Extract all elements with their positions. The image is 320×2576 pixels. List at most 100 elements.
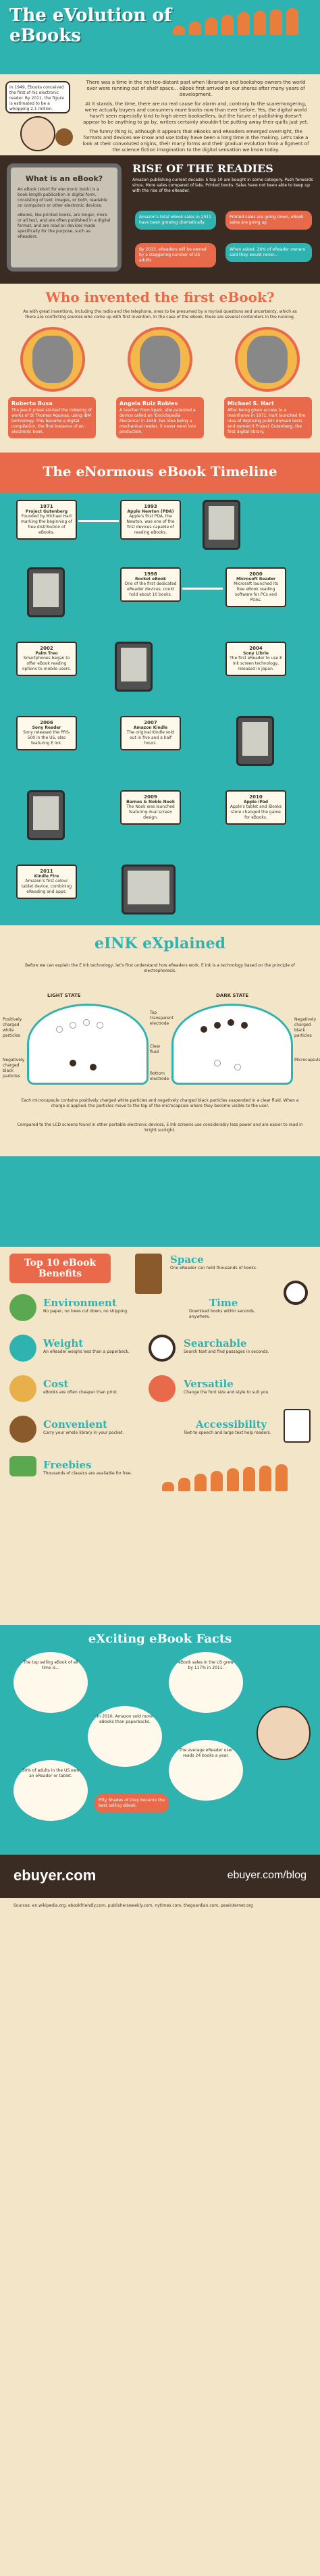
benefit-text: No paper, no trees cut down, no shipping… — [43, 1309, 128, 1314]
who-intro: As with great inventions, including the … — [23, 309, 297, 319]
rise-bubble-3: By 2013, eReaders will be owned by a sta… — [135, 243, 216, 267]
blog-link[interactable]: ebuyer.com/blog — [227, 1870, 306, 1881]
intro-section: In 1949, Ebooks conceived the first of h… — [0, 74, 320, 155]
facts-title: eXciting eBook Facts — [88, 1632, 232, 1646]
eink-text-3: Compared to the LCD screens found in oth… — [17, 1123, 303, 1133]
tablet-device-icon — [122, 865, 176, 915]
evolution-figures — [162, 1463, 311, 1491]
intro-paragraph-1: There was a time in the not-too-distant … — [86, 80, 306, 97]
eye-chart-icon — [284, 1409, 311, 1443]
benefit-title: Versatile — [184, 1378, 234, 1390]
rise-text: Amazon publishing current decade: 5 top … — [132, 178, 313, 193]
evolution-figures — [173, 7, 315, 35]
eink-label: Negatively charged black particles — [294, 1017, 317, 1038]
eink-label: Bottom electrode — [150, 1071, 169, 1081]
fact-bubble: The top selling eBook of all time is... — [14, 1652, 88, 1713]
timeline-arrow — [78, 520, 119, 522]
what-text-2: eBooks, like printed books, are longer, … — [18, 213, 111, 239]
eink-label: Negatively charged black particles — [3, 1058, 25, 1079]
fact-bubble: Fifty Shades of Grey became the best sel… — [95, 1794, 169, 1813]
rise-bubble-4: When asked, 26% of eReader owners said t… — [225, 243, 312, 262]
eink-text-2: Each microcapsule contains positively ch… — [21, 1098, 299, 1108]
fact-bubble: The average eReader user reads 24 books … — [169, 1740, 243, 1801]
intro-speech-bubble: In 1949, Ebooks conceived the first of h… — [5, 81, 70, 113]
ereader-device-icon — [236, 716, 274, 766]
tree-icon — [9, 1294, 36, 1321]
benefit-text: One eReader can hold thousands of books. — [170, 1266, 257, 1270]
portrait-robles — [128, 327, 192, 392]
ereader-illustration: What is an eBook? An eBook (short for el… — [7, 163, 122, 272]
benefit-text: Change the font size and style to suit y… — [184, 1390, 270, 1395]
light-microcapsule — [27, 1004, 149, 1085]
rise-title: RISE OF THE READIES — [132, 162, 273, 175]
fact-bubble: In 2010, Amazon sold more eBooks than pa… — [88, 1706, 162, 1767]
free-tag-icon — [9, 1456, 36, 1476]
footer-bar: ebuyer.com ebuyer.com/blog — [0, 1855, 320, 1898]
ereader-device-icon — [203, 500, 240, 550]
benefit-text: Download books within seconds, anywhere. — [189, 1309, 255, 1319]
monkey-icon — [55, 128, 73, 146]
ereader-device-icon — [27, 567, 65, 617]
benefit-title: Time — [209, 1297, 238, 1309]
benefit-title: Freebies — [43, 1459, 92, 1471]
scale-icon — [9, 1335, 36, 1362]
what-text-1: An eBook (short for electronic book) is … — [18, 187, 108, 208]
magnifier-icon — [149, 1335, 176, 1362]
benefit-text: Search text and find passages in seconds… — [184, 1349, 269, 1354]
eink-label: Clear fluid — [150, 1044, 161, 1054]
intro-paragraph-3: The funny thing is, although it appears … — [82, 129, 309, 153]
benefit-text: eBooks are often cheaper than print. — [43, 1390, 118, 1395]
eink-title: eINK eXplained — [95, 935, 225, 952]
benefits-section: Top 10 eBook Benefits Space One eReader … — [0, 1247, 320, 1625]
font-icon — [149, 1375, 176, 1402]
who-card-busa: Roberto Busa The Jesuit priest started t… — [8, 397, 96, 438]
who-invented-section: Who invented the first eBook? As with gr… — [0, 284, 320, 453]
benefit-title: Cost — [43, 1378, 69, 1390]
eink-text-1: Before we can explain the E Ink technolo… — [25, 963, 295, 973]
footer: ebuyer.com ebuyer.com/blog Sources: en.w… — [0, 1855, 320, 2576]
phone-device-icon — [115, 642, 153, 692]
benefits-title: Top 10 eBook Benefits — [9, 1254, 111, 1283]
eink-header: eINK eXplained — [0, 925, 320, 963]
eink-label: Top transparent electrode — [150, 1010, 174, 1026]
benefit-title: Convenient — [43, 1418, 108, 1431]
eink-footer-band — [0, 1156, 320, 1247]
timeline-title: The eNormous eBook Timeline — [43, 463, 277, 480]
benefit-title: Weight — [43, 1337, 84, 1349]
benefit-title: Accessibility — [196, 1418, 267, 1431]
timeline-header: The eNormous eBook Timeline — [0, 453, 320, 493]
what-is-ebook-section: What is an eBook? An eBook (short for el… — [0, 155, 320, 284]
timeline-arrow — [182, 588, 223, 590]
dark-microcapsule — [171, 1004, 293, 1085]
eink-label: Positively charged white particles — [3, 1017, 22, 1038]
benefit-text: An eReader weighs less than a paperback. — [43, 1349, 130, 1354]
bag-icon — [9, 1416, 36, 1443]
intro-paragraph-2: At it stands, the time, there are no rea… — [83, 101, 309, 125]
brand-logo[interactable]: ebuyer.com — [14, 1867, 97, 1884]
benefit-title: Environment — [43, 1297, 117, 1309]
rise-bubble-2: Printed sales are going down, eBook sale… — [225, 211, 312, 230]
bearded-man-icon — [257, 1706, 311, 1760]
rise-bubble-1: Amazon's total eBook sales in 2011 have … — [135, 211, 216, 230]
light-state-label: LIGHT STATE — [47, 993, 81, 998]
dark-state-label: DARK STATE — [216, 993, 249, 998]
books-stack-icon — [135, 1254, 162, 1294]
bearded-man-icon — [20, 116, 55, 151]
benefit-title: Searchable — [184, 1337, 247, 1349]
portrait-busa — [20, 327, 85, 392]
sources-text: Sources: en.wikipedia.org, ebookfriendly… — [14, 1903, 253, 1908]
who-card-hart: Michael S. Hart After being given access… — [224, 397, 312, 438]
benefit-text: Thousands of classics are available for … — [43, 1471, 132, 1476]
what-title: What is an eBook? — [25, 174, 103, 183]
